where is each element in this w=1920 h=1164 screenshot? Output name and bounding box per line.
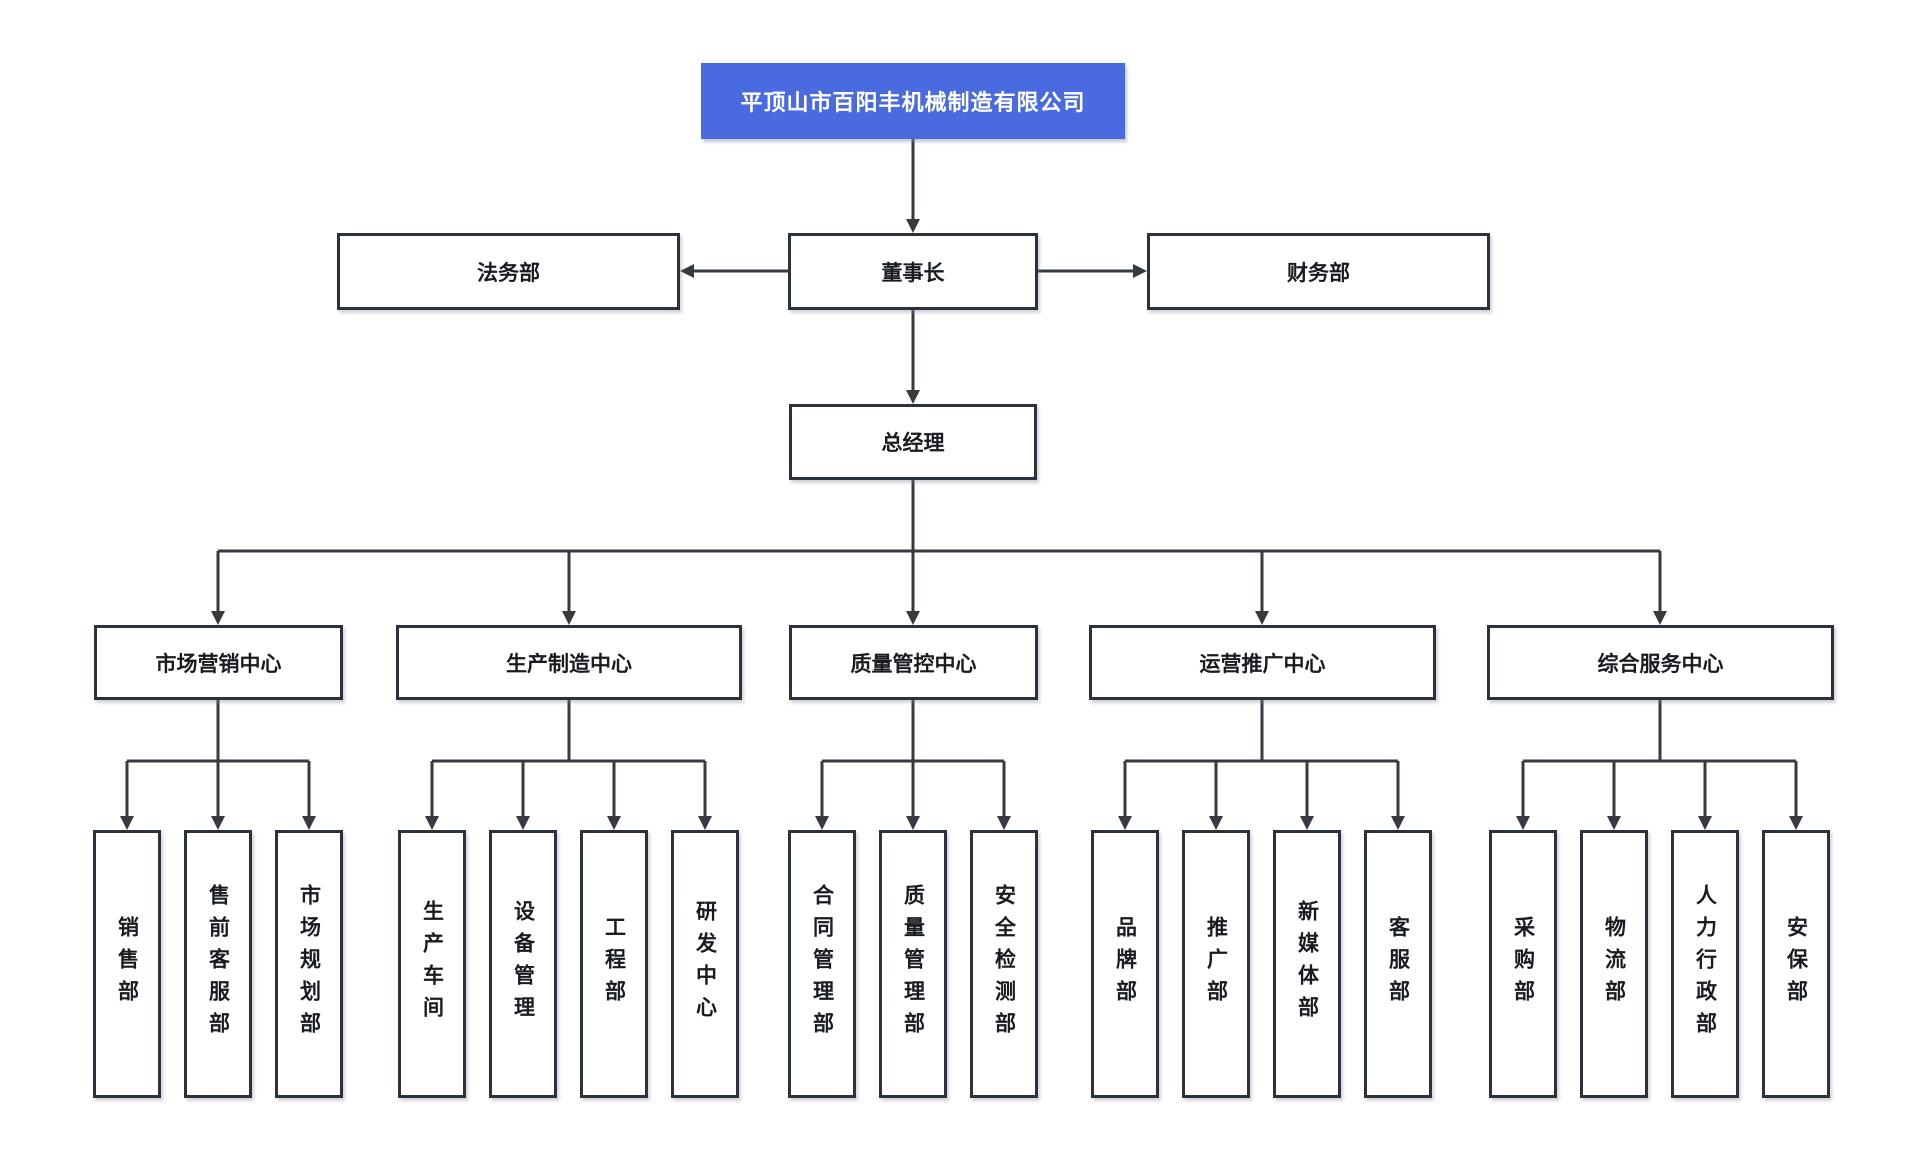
dept-label: 人力行政部 — [1693, 884, 1717, 1044]
dept-label: 工程部 — [602, 916, 626, 1012]
dept-label: 安全检测部 — [992, 884, 1016, 1044]
dept-node-sales: 销售部 — [93, 830, 161, 1098]
center-node-services: 综合服务中心 — [1487, 625, 1834, 700]
dept-label: 采购部 — [1511, 916, 1535, 1012]
dept-label: 物流部 — [1602, 916, 1626, 1012]
dept-node-presales-service: 售前客服部 — [184, 830, 252, 1098]
dept-label: 销售部 — [115, 916, 139, 1012]
arrowheads — [120, 219, 1803, 830]
dept-label: 新媒体部 — [1295, 900, 1319, 1028]
dept-label: 生产车间 — [420, 900, 444, 1028]
dept-label: 安保部 — [1784, 916, 1808, 1012]
dept-label: 研发中心 — [693, 900, 717, 1028]
chairman-node: 董事长 — [788, 233, 1038, 310]
dept-node-contract-management: 合同管理部 — [788, 830, 856, 1098]
dept-label: 市场规划部 — [297, 884, 321, 1044]
dept-node-brand: 品牌部 — [1091, 830, 1159, 1098]
dept-label: 设备管理 — [511, 900, 535, 1028]
dept-label: 合同管理部 — [810, 884, 834, 1044]
dept-node-equipment-management: 设备管理 — [489, 830, 557, 1098]
company-root-node: 平顶山市百阳丰机械制造有限公司 — [701, 63, 1125, 139]
dept-node-promotion: 推广部 — [1182, 830, 1250, 1098]
dept-node-logistics: 物流部 — [1580, 830, 1648, 1098]
dept-label: 品牌部 — [1113, 916, 1137, 1012]
dept-node-quality-management: 质量管理部 — [879, 830, 947, 1098]
dept-node-customer-service: 客服部 — [1364, 830, 1432, 1098]
dept-label: 质量管理部 — [901, 884, 925, 1044]
dept-label: 客服部 — [1386, 916, 1410, 1012]
dept-node-procurement: 采购部 — [1489, 830, 1557, 1098]
dept-node-market-planning: 市场规划部 — [275, 830, 343, 1098]
connector-line — [125, 139, 1798, 818]
dept-node-new-media: 新媒体部 — [1273, 830, 1341, 1098]
center-node-quality: 质量管控中心 — [789, 625, 1038, 700]
center-node-marketing: 市场营销中心 — [94, 625, 343, 700]
dept-label: 售前客服部 — [206, 884, 230, 1044]
dept-node-safety-inspection: 安全检测部 — [970, 830, 1038, 1098]
dept-node-rd-center: 研发中心 — [671, 830, 739, 1098]
dept-node-engineering: 工程部 — [580, 830, 648, 1098]
dept-label: 推广部 — [1204, 916, 1228, 1012]
legal-dept-node: 法务部 — [337, 233, 680, 310]
dept-node-production-workshop: 生产车间 — [398, 830, 466, 1098]
dept-node-security: 安保部 — [1762, 830, 1830, 1098]
dept-node-hr-admin: 人力行政部 — [1671, 830, 1739, 1098]
general-manager-node: 总经理 — [789, 404, 1037, 480]
center-node-production: 生产制造中心 — [396, 625, 742, 700]
finance-dept-node: 财务部 — [1147, 233, 1490, 310]
center-node-operations: 运营推广中心 — [1089, 625, 1436, 700]
